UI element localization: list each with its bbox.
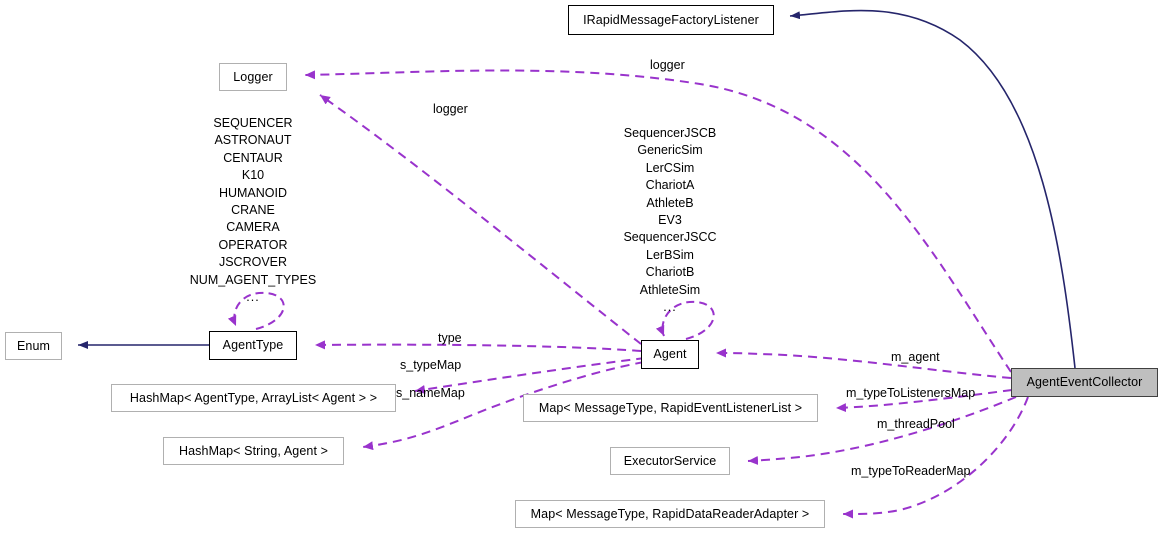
instance-more-indicator: ... <box>663 300 677 315</box>
node-label: Agent <box>653 347 687 362</box>
instance-value: SequencerJSCB <box>623 126 717 140</box>
edge-agent-uses-agenttype <box>314 340 642 352</box>
edge-agent-uses-logger <box>319 94 642 345</box>
node-enum[interactable]: Enum <box>5 332 62 360</box>
enum-value: CAMERA <box>226 220 280 235</box>
enum-value: ASTRONAUT <box>214 133 292 148</box>
node-agenttype[interactable]: AgentType <box>209 331 297 360</box>
node-agenteventcollector[interactable]: AgentEventCollector <box>1011 368 1158 397</box>
node-label: HashMap< AgentType, ArrayList< Agent > > <box>129 390 378 405</box>
node-agent[interactable]: Agent <box>641 340 699 369</box>
node-label: AgentType <box>222 338 284 353</box>
edge-label-logger-top: logger <box>650 58 685 72</box>
edge-label-s-typemap: s_typeMap <box>400 358 462 372</box>
enum-value: CENTAUR <box>223 150 283 165</box>
edge-label-type: type <box>438 331 462 345</box>
node-hashmap-string-agent[interactable]: HashMap< String, Agent > <box>163 437 344 465</box>
node-map-messagetype-rapideventlistenerlist[interactable]: Map< MessageType, RapidEventListenerList… <box>523 394 818 422</box>
instance-value: AthleteSim <box>639 282 701 297</box>
instance-value: AthleteB <box>646 195 694 210</box>
edge-agenteventcollector-uses-readermap <box>842 396 1029 519</box>
node-label: Enum <box>16 338 51 353</box>
node-label: ExecutorService <box>623 453 717 468</box>
enum-value: NUM_AGENT_TYPES <box>189 272 317 287</box>
agent-instance-list: SequencerJSCB GenericSim LerCSim Chariot… <box>605 125 735 316</box>
edge-agenteventcollector-uses-agent <box>715 348 1012 379</box>
instance-value: GenericSim <box>637 143 703 158</box>
node-label: IRapidMessageFactoryListener <box>583 12 759 27</box>
instance-value: SequencerJSCC <box>623 230 717 245</box>
node-executorservice[interactable]: ExecutorService <box>610 447 730 475</box>
enum-value: JSCROVER <box>218 255 288 270</box>
instance-value: ChariotA <box>645 178 695 193</box>
node-irapidmessagefactorylistener[interactable]: IRapidMessageFactoryListener <box>568 5 774 35</box>
enum-value: OPERATOR <box>218 237 288 252</box>
edge-agenteventcollector-implements-irapidmessagefactorylistener <box>789 9 1076 369</box>
instance-value: LerCSim <box>645 160 695 175</box>
node-map-messagetype-rapiddatareaderadapter[interactable]: Map< MessageType, RapidDataReaderAdapter… <box>515 500 825 528</box>
agenttype-value-list: SEQUENCER ASTRONAUT CENTAUR K10 HUMANOID… <box>186 115 320 306</box>
node-label: Logger <box>233 69 273 84</box>
instance-value: LerBSim <box>646 247 694 262</box>
node-hashmap-agenttype-arraylist-agent[interactable]: HashMap< AgentType, ArrayList< Agent > > <box>111 384 396 412</box>
edge-label-m-typetolistenersmap: m_typeToListenersMap <box>846 386 976 400</box>
enum-value: K10 <box>241 168 265 183</box>
edge-label-m-threadpool: m_threadPool <box>877 417 955 431</box>
node-label: Map< MessageType, RapidDataReaderAdapter… <box>530 506 810 521</box>
instance-value: ChariotB <box>645 265 695 280</box>
enum-value: HUMANOID <box>218 185 288 200</box>
enum-more-indicator: ... <box>246 290 260 305</box>
edge-label-m-agent: m_agent <box>891 350 940 364</box>
edge-label-logger-mid: logger <box>433 102 468 116</box>
enum-value: SEQUENCER <box>213 116 293 130</box>
edge-label-m-typetoreadermap: m_typeToReaderMap <box>851 464 971 478</box>
instance-value: EV3 <box>658 213 682 228</box>
node-label: Map< MessageType, RapidEventListenerList… <box>538 400 803 415</box>
node-logger[interactable]: Logger <box>219 63 287 91</box>
edge-label-s-namemap: s_nameMap <box>396 386 465 400</box>
node-label: AgentEventCollector <box>1026 375 1143 390</box>
enum-value: CRANE <box>231 203 275 218</box>
node-label: HashMap< String, Agent > <box>178 443 329 458</box>
